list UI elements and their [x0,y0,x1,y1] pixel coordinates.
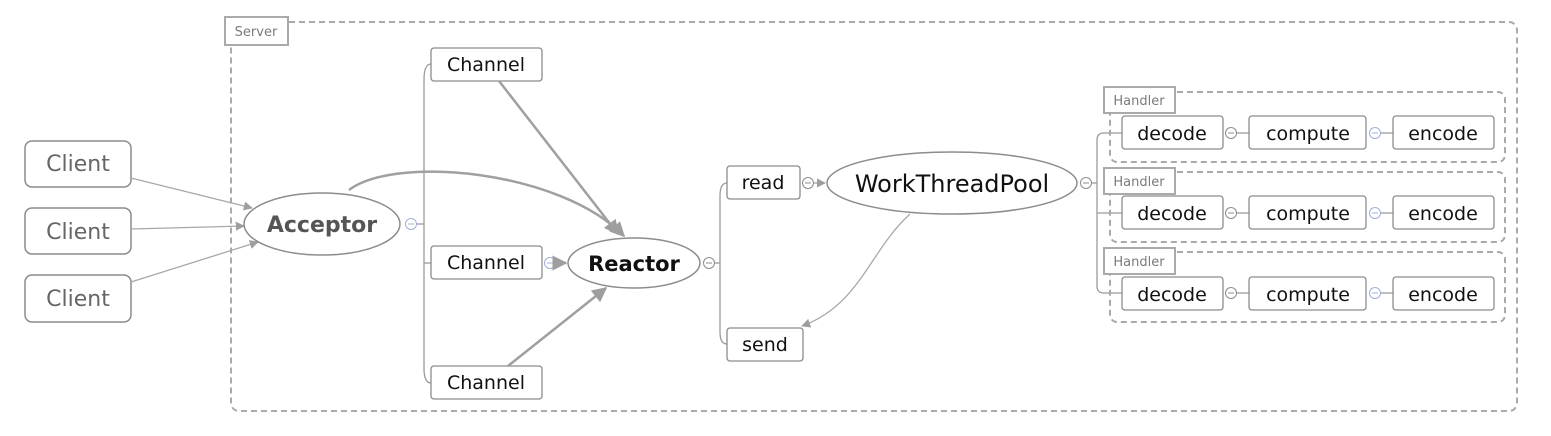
client-node[interactable]: Client [24,140,132,188]
acceptor-channel-bracket [417,63,432,384]
decode-collapse-toggle[interactable] [1225,127,1237,139]
client-label: Client [46,220,110,245]
compute-node[interactable] [1248,115,1367,150]
decode-collapse-toggle[interactable] [1225,207,1237,219]
channel-label: Channel [447,54,525,76]
acceptor-label: Acceptor [267,213,377,238]
decode-collapse-toggle[interactable] [1225,287,1237,299]
handler-label: Handler [1113,175,1165,190]
compute-label: compute [1266,284,1350,306]
client-label: Client [46,152,110,177]
client-node[interactable]: Client [24,207,132,255]
encode-node[interactable] [1392,115,1495,150]
client-label: Client [46,287,110,312]
handler-label: Handler [1113,94,1165,109]
decode-node[interactable] [1121,115,1224,150]
workthreadpool-label: WorkThreadPool [855,170,1049,198]
encode-node[interactable] [1392,276,1495,311]
reactor-label: Reactor [588,252,680,276]
server-label: Server [235,25,278,40]
encode-label: encode [1408,203,1478,225]
decode-label: decode [1137,123,1207,145]
decode-node[interactable] [1121,195,1224,230]
channel-collapse-toggle[interactable] [544,257,556,269]
reactor-io-bracket [715,182,728,345]
decode-node[interactable] [1121,276,1224,311]
channel-reactor-edges [348,80,626,367]
pool-send-edge [801,213,911,328]
server-boundary: Server [224,16,1518,412]
compute-label: compute [1266,123,1350,145]
read-node[interactable]: read [726,165,801,200]
reactor-node[interactable]: Reactor [567,237,701,289]
send-label: send [742,334,788,356]
reactor-collapse-toggle[interactable] [703,257,715,269]
client-acceptor-edges [130,177,259,283]
read-collapse-toggle[interactable] [802,177,814,189]
decode-label: decode [1137,203,1207,225]
workthreadpool-node[interactable]: WorkThreadPool [826,151,1078,215]
encode-label: encode [1408,123,1478,145]
acceptor-node[interactable]: Acceptor [243,192,401,256]
compute-collapse-toggle[interactable] [1369,207,1381,219]
compute-collapse-toggle[interactable] [1369,127,1381,139]
channel-node[interactable]: Channel [430,47,543,82]
encode-node[interactable] [1392,195,1495,230]
acceptor-collapse-toggle[interactable] [405,218,417,230]
read-label: read [742,172,785,194]
compute-collapse-toggle[interactable] [1369,287,1381,299]
decode-label: decode [1137,284,1207,306]
pool-collapse-toggle[interactable] [1080,177,1092,189]
channel-node[interactable]: Channel [430,365,543,400]
channel-label: Channel [447,372,525,394]
channel-node[interactable]: Channel [430,245,543,280]
channel-label: Channel [447,252,525,274]
encode-label: encode [1408,284,1478,306]
handler-group: Handler decode compute encode [1103,247,1506,323]
send-node[interactable]: send [726,327,804,362]
compute-label: compute [1266,203,1350,225]
handler-label: Handler [1113,255,1165,270]
handler-group: Handler decode compute encode [1103,167,1506,243]
client-node[interactable]: Client [24,274,132,323]
compute-node[interactable] [1248,195,1367,230]
handler-group: Handler decode compute encode [1103,86,1506,163]
compute-node[interactable] [1248,276,1367,311]
